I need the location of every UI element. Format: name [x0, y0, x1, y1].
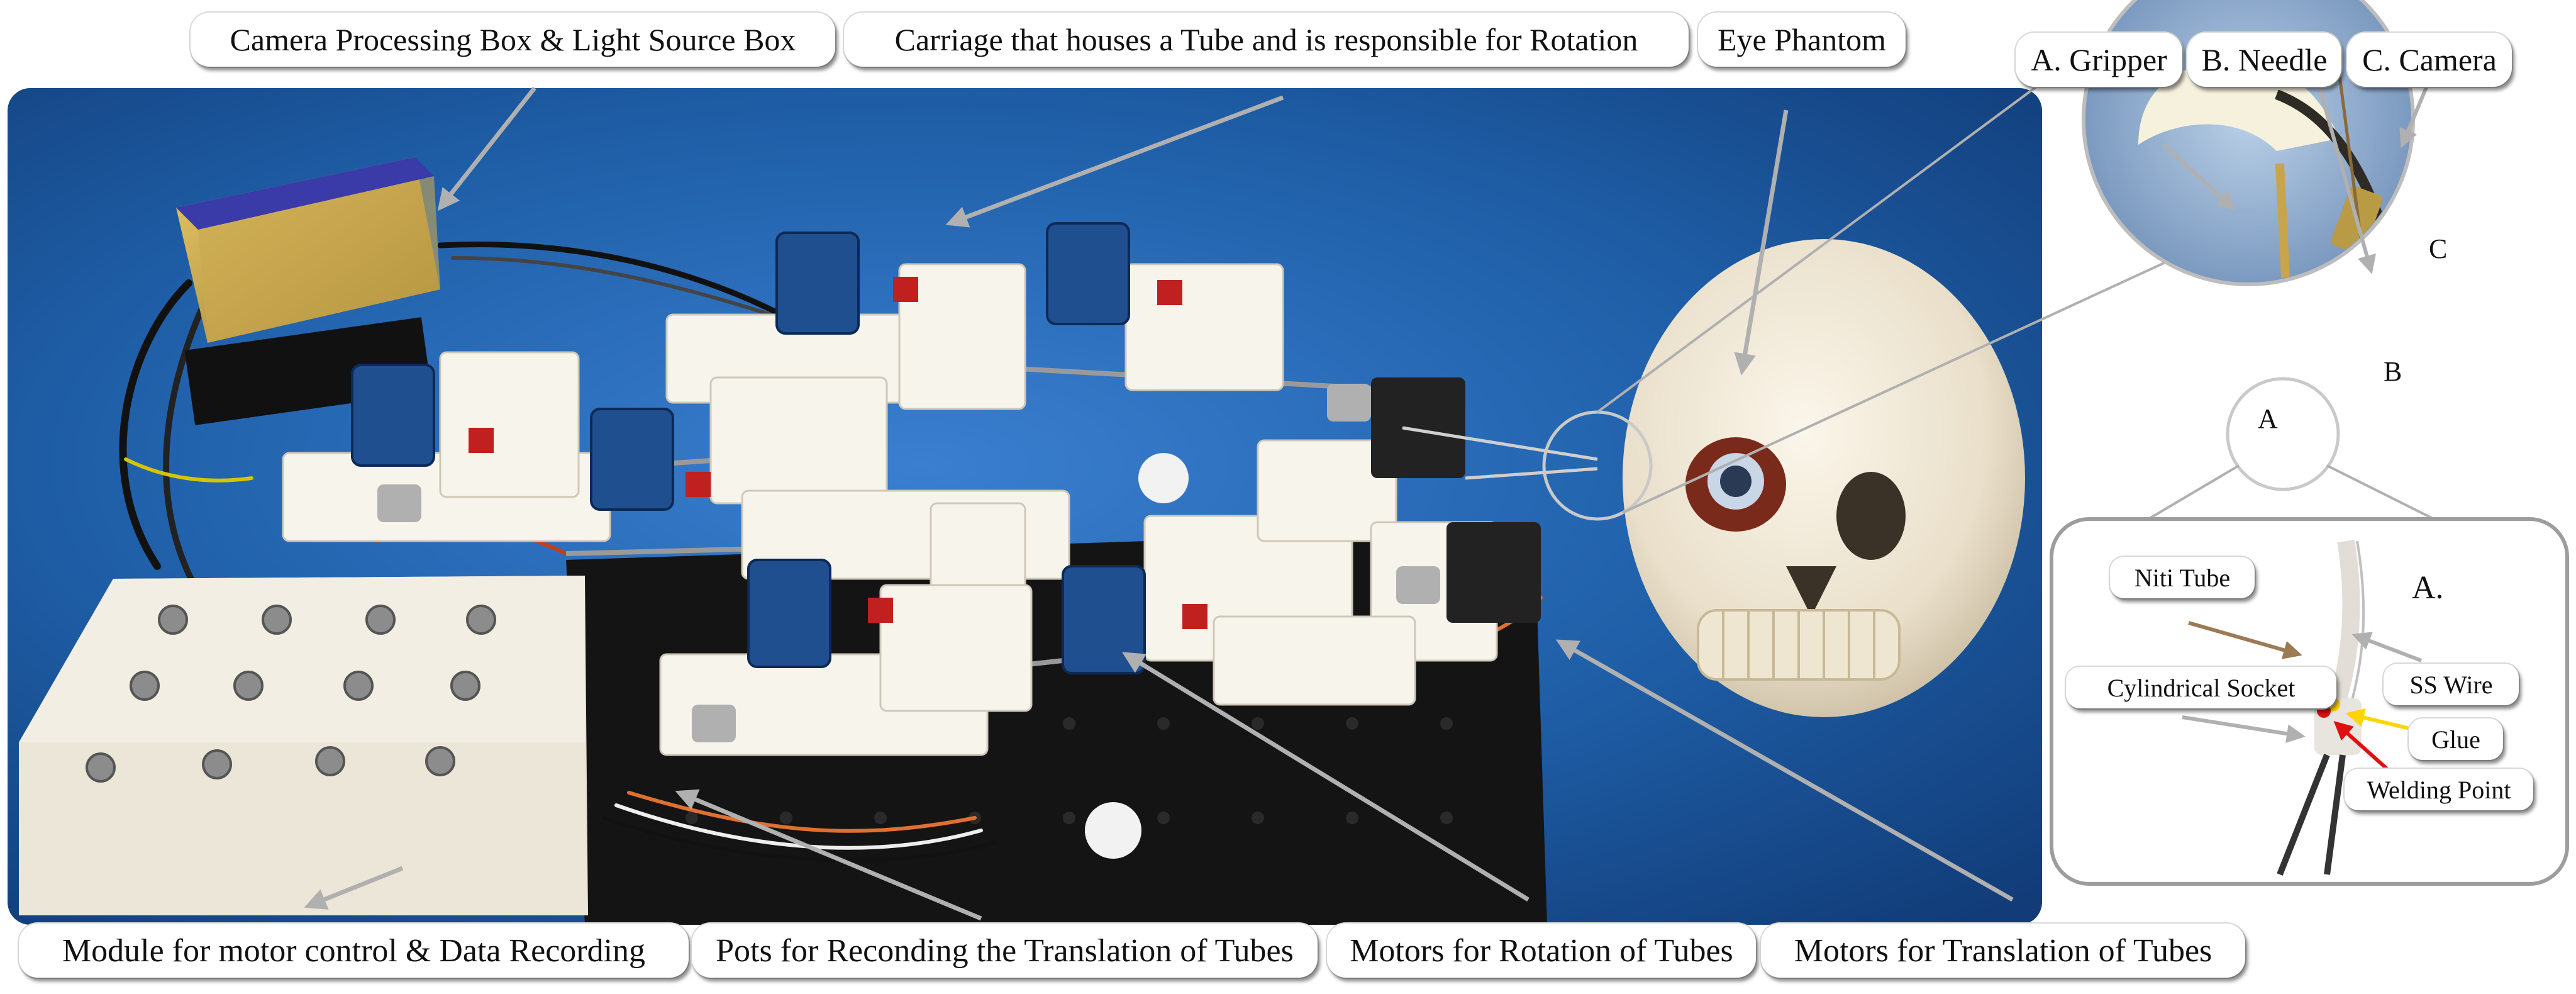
label-ss-wire: SS Wire [2384, 664, 2519, 705]
label-glue: Glue [2409, 718, 2503, 760]
label-translation-motors: Motors for Translation of Tubes [1761, 924, 2245, 978]
label-niti-tube: Niti Tube [2110, 557, 2255, 598]
zoom-letter-a: A [2258, 403, 2278, 434]
robot-stages [282, 222, 1541, 756]
label-camera: C. Camera [2347, 33, 2512, 87]
sticker [1085, 802, 1141, 859]
label-carriage: Carriage that houses a Tube and is respo… [844, 13, 1689, 67]
label-gripper: A. Gripper [2016, 33, 2182, 87]
label-needle: B. Needle [2187, 33, 2341, 87]
main-photo [8, 88, 2042, 925]
label-cylindrical-socket: Cylindrical Socket [2066, 667, 2336, 708]
zoom-letter-b: B [2384, 356, 2402, 387]
detail-title: A. [2412, 570, 2444, 606]
pointer-arrows [304, 86, 2014, 921]
label-welding-point: Welding Point [2345, 769, 2533, 810]
label-camera-processing-box: Camera Processing Box & Light Source Box [191, 13, 835, 67]
control-module-box [19, 576, 588, 915]
zoom-letter-c: C [2429, 233, 2448, 264]
label-rotation-motors: Motors for Rotation of Tubes [1327, 924, 1756, 978]
label-module: Module for motor control & Data Recordin… [19, 924, 689, 978]
skull-eye-phantom [1623, 239, 2025, 717]
label-pots: Pots for Reconding the Translation of Tu… [692, 924, 1318, 978]
label-eye-phantom: Eye Phantom [1698, 13, 1906, 67]
